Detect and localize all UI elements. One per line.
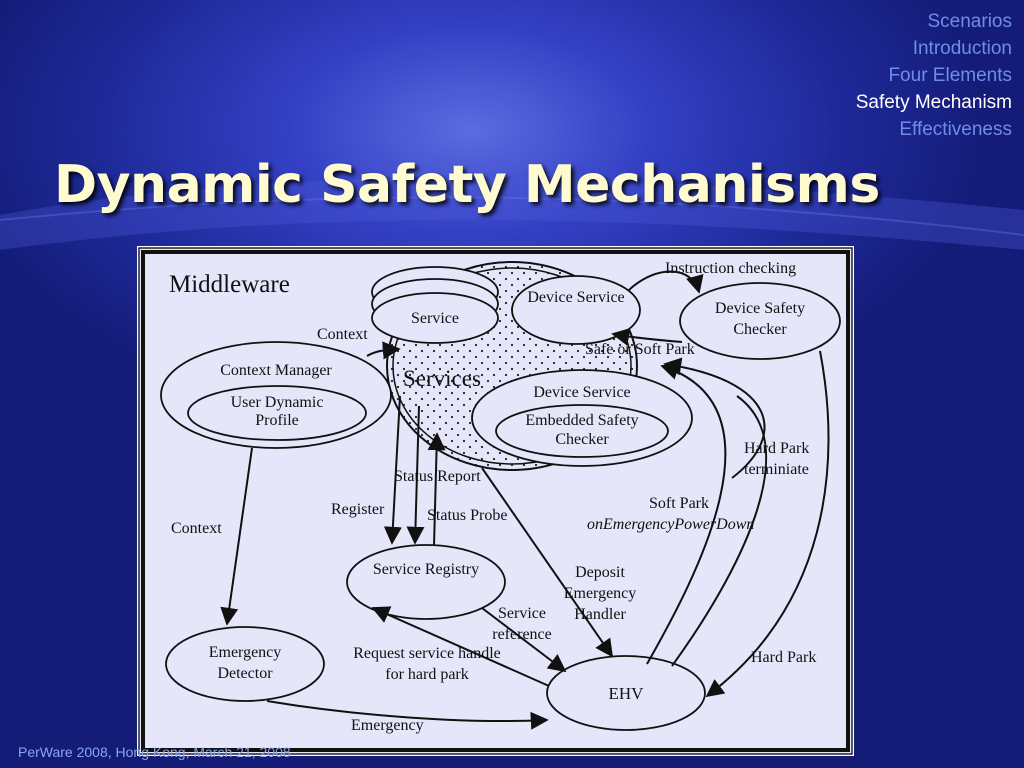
edge-request-service — [371, 606, 550, 687]
emergency-label: Emergency — [351, 717, 424, 734]
edge-soft-park-2 — [671, 395, 767, 667]
middleware-border — [141, 250, 850, 752]
middleware-diagram: Middleware Services Service Device Servi… — [138, 247, 853, 755]
edge-register — [383, 395, 402, 545]
user-dynamic-profile-node — [187, 385, 367, 441]
hard-park-label: Hard Park — [751, 649, 816, 666]
safe-or-soft-park-label: Safe or Soft Park — [585, 341, 695, 358]
hard-park-terminate-label-2: terminiate — [744, 461, 809, 478]
edge-status-report — [406, 405, 425, 545]
middleware-label: Middleware — [169, 271, 290, 298]
edge-safe-or-soft-park — [611, 328, 683, 346]
edge-soft-park — [646, 362, 727, 665]
nav-item-scenarios[interactable]: Scenarios — [927, 11, 1013, 32]
emergency-detector-label: Emergency Detector — [208, 644, 282, 682]
ehv-node — [546, 655, 706, 731]
nav-item-effectiveness[interactable]: Effectiveness — [899, 119, 1012, 140]
edge-context-top — [366, 341, 401, 360]
section-nav: Scenarios Introduction Four Elements Saf… — [856, 8, 1012, 143]
edge-hard-park — [705, 350, 830, 698]
footer-text: PerWare 2008, Hong Kong, March 21, 2008 — [18, 744, 291, 760]
services-label: Services — [403, 366, 481, 391]
device-service-embedded-label: Device Service — [533, 384, 630, 401]
embedded-safety-checker-node — [495, 404, 669, 458]
edge-emergency — [266, 700, 549, 730]
nav-item-safety-mechanism[interactable]: Safety Mechanism — [855, 92, 1012, 113]
service-node — [371, 292, 499, 344]
context-manager-label: Context Manager — [220, 362, 332, 379]
embedded-safety-checker-label: Embedded Safety Checker — [525, 412, 639, 448]
nav-item-four-elements[interactable]: Four Elements — [888, 65, 1012, 86]
edge-instruction-checking — [628, 270, 704, 294]
status-report-label: Status Report — [394, 468, 481, 485]
edge-deposit-handler — [481, 467, 614, 658]
context-top-label: Context — [317, 326, 368, 343]
context-left-label: Context — [171, 520, 222, 537]
edge-service-reference — [481, 607, 567, 673]
status-probe-label: Status Probe — [427, 507, 507, 524]
edge-hard-park-terminate — [663, 357, 766, 479]
hard-park-terminate-label-1: Hard Park — [744, 440, 809, 457]
device-safety-checker-node — [679, 282, 841, 360]
deposit-handler-label: Deposit Emergency Handler — [563, 564, 637, 623]
user-dynamic-profile-label: User Dynamic Profile — [230, 394, 324, 429]
soft-park-label: Soft Park — [649, 495, 709, 512]
nav-item-introduction[interactable]: Introduction — [912, 38, 1012, 59]
request-service-label: Request service handle for hard park — [353, 645, 501, 683]
ehv-label: EHV — [609, 684, 645, 703]
service-label: Service — [411, 310, 459, 327]
slide-title: Dynamic Safety Mechanisms — [54, 155, 880, 215]
device-safety-checker-label: Device Safety Checker — [714, 300, 806, 338]
edge-context-left — [220, 447, 253, 626]
emergency-detector-node — [165, 626, 325, 702]
service-reference-label: Service reference — [492, 605, 552, 643]
register-label: Register — [331, 501, 385, 518]
instruction-checking-label: Instruction checking — [665, 260, 796, 277]
device-service-label: Device Service — [527, 289, 625, 306]
service-registry-label: Service Registry — [372, 561, 480, 578]
on-emergency-label: onEmergencyPowerDown — [587, 516, 754, 533]
device-service-node — [511, 275, 641, 345]
edge-status-probe — [427, 432, 446, 547]
diagram-frame: Middleware Services Service Device Servi… — [137, 246, 854, 756]
service-registry-node — [346, 544, 506, 620]
